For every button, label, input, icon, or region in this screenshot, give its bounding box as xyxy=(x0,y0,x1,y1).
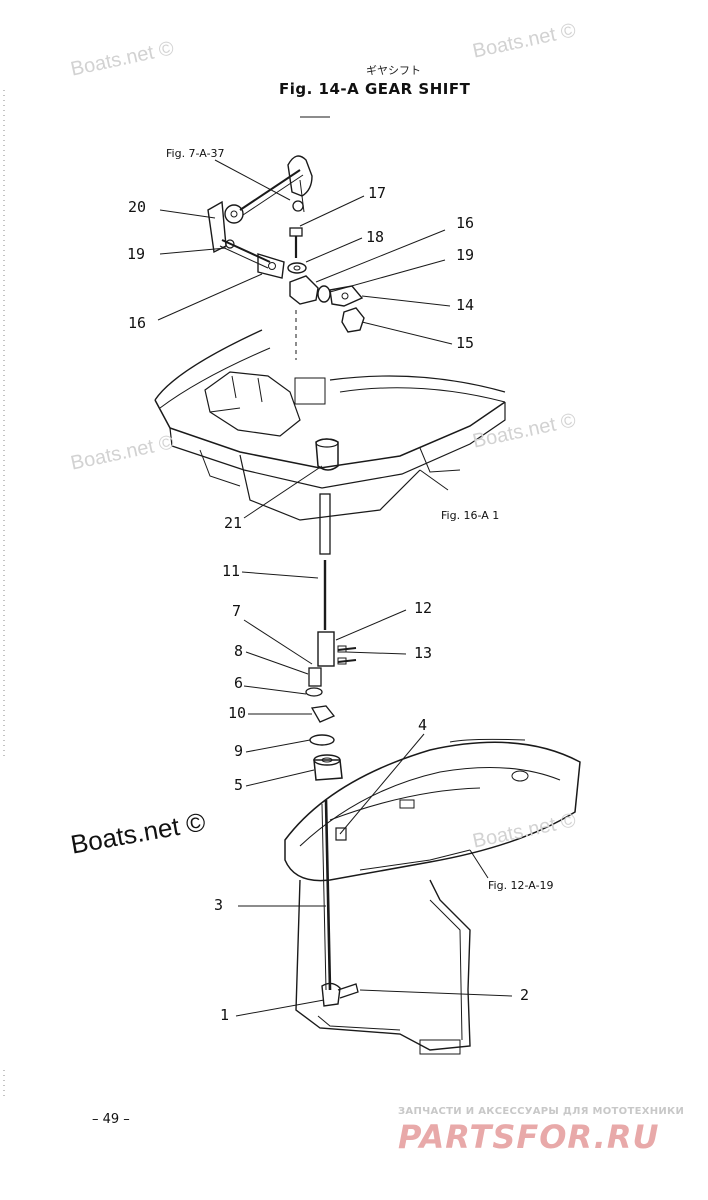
callout-16: 16 xyxy=(128,314,147,332)
title-japanese: ギヤシフト xyxy=(366,64,421,77)
callout-4: 4 xyxy=(418,716,428,734)
page-number: – 49 – xyxy=(92,1112,130,1127)
ad-tagline: ЗАПЧАСТИ И АКСЕССУАРЫ ДЛЯ МОТОТЕХНИКИ xyxy=(398,1106,685,1117)
callout-21: 21 xyxy=(224,514,243,532)
callout-11: 11 xyxy=(222,562,241,580)
callout-2: 2 xyxy=(520,986,530,1004)
callout-7: 7 xyxy=(232,602,242,620)
leader-lines xyxy=(157,159,513,1017)
figure-ref-7a37: Fig. 7-A-37 xyxy=(166,147,225,160)
callout-3: 3 xyxy=(214,896,224,914)
callout-12: 12 xyxy=(414,599,433,617)
callout-5: 5 xyxy=(234,776,244,794)
callout-19-right: 19 xyxy=(456,246,475,264)
callout-10: 10 xyxy=(228,704,247,722)
callout-14: 14 xyxy=(456,296,475,314)
callout-19: 19 xyxy=(127,245,146,263)
drive-shaft-housing xyxy=(154,329,506,521)
callout-16-right: 16 xyxy=(456,214,475,232)
figure-ref-16a1: Fig. 16-A 1 xyxy=(441,509,500,522)
callout-18: 18 xyxy=(366,228,385,246)
ad-logo: PARTSFOR.RU xyxy=(398,1118,660,1156)
callout-13: 13 xyxy=(414,644,433,662)
page-title: Fig. 14-A GEAR SHIFT xyxy=(279,80,471,98)
figure-ref-12a19: Fig. 12-A-19 xyxy=(488,879,554,892)
callout-6: 6 xyxy=(234,674,244,692)
lower-unit-gearcase xyxy=(284,738,581,1055)
callout-1: 1 xyxy=(220,1006,230,1024)
callout-9: 9 xyxy=(234,742,244,760)
callout-20: 20 xyxy=(128,198,147,216)
shift-rod-assembly xyxy=(305,493,357,781)
callout-15: 15 xyxy=(456,334,475,352)
callout-8: 8 xyxy=(234,642,244,660)
callout-17: 17 xyxy=(368,184,387,202)
shift-linkage-upper xyxy=(207,155,365,360)
